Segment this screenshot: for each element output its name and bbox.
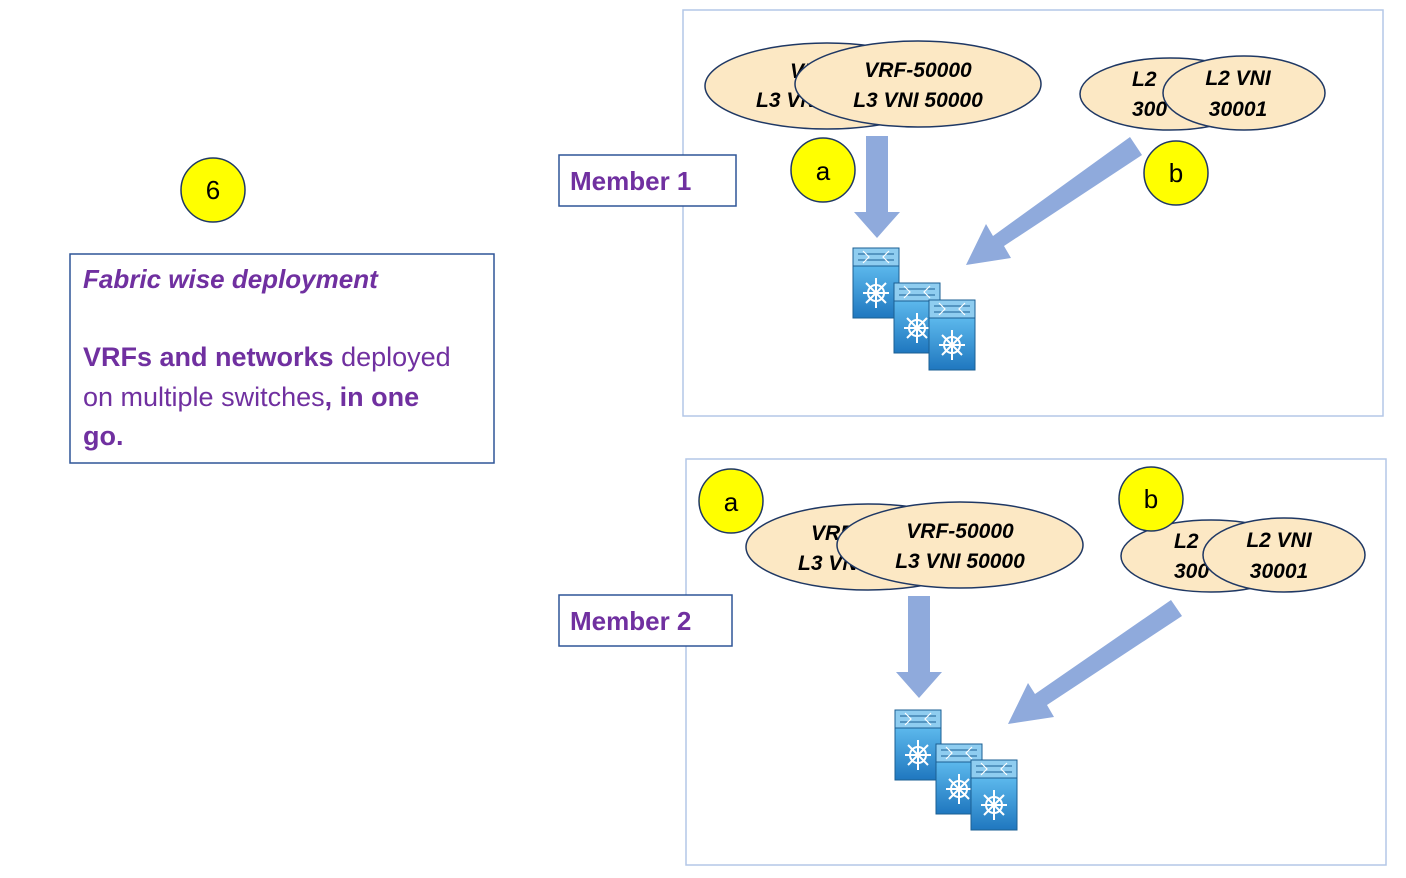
member-2-label-box: [558, 594, 733, 647]
member-2-group: VRF L3 VN VRF-50000 L3 VNI 50000 L2 300 …: [558, 458, 1387, 866]
member-2-l2-back-line-1: L2: [1174, 530, 1199, 553]
member-2-badge-b-label: b: [1144, 484, 1158, 514]
member-2-l2-arrow: [1008, 600, 1182, 724]
description-title: Fabric wise deployment: [83, 264, 379, 294]
member-1-badge-b-label: b: [1169, 158, 1183, 188]
member-2-vrf-arrow: [896, 596, 942, 698]
member-2-l2-front-ellipse: [1202, 517, 1366, 593]
description-line-1: VRFs and networks deployed: [83, 342, 451, 372]
member-2-badge-b: [1118, 466, 1184, 532]
member-2-l2-back-line-2: 300: [1174, 560, 1209, 583]
member-2-switch-icon-1: [894, 709, 942, 781]
description-line-2: on multiple switches, in one: [83, 382, 419, 412]
member-1-vrf-front-ellipse: [794, 40, 1042, 128]
member-1-vrf-front-line-2: L3 VNI 50000: [853, 89, 983, 112]
member-2-badge-a-label: a: [724, 487, 739, 517]
member-2-l2-front-line-2: 30001: [1250, 560, 1308, 583]
step-badge: 6: [180, 157, 246, 223]
step-number: 6: [206, 175, 220, 205]
member-1-badge-a: [790, 137, 856, 203]
member-2-vrf-front-line-1: VRF-50000: [906, 520, 1014, 543]
member-1-vrf-front-line-1: VRF-50000: [864, 59, 972, 82]
member-2-vrf-front-ellipse: [836, 501, 1084, 589]
description-line-2-bold: , in one: [325, 382, 420, 412]
description-line-1-rest: deployed: [334, 342, 451, 372]
description-line-2-normal: on multiple switches: [83, 382, 325, 412]
member-1-switch-icon-1: [852, 247, 900, 319]
description-line-1-bold: VRFs and networks: [83, 342, 334, 372]
member-2-label: Member 2: [570, 606, 691, 636]
member-2-vrf-front-line-2: L3 VNI 50000: [895, 550, 1025, 573]
member-1-l2-front-line-2: 30001: [1209, 98, 1267, 121]
member-1-l2-back-line-1: L2: [1132, 68, 1157, 91]
member-1-l2-back-line-2: 300: [1132, 98, 1167, 121]
member-2-switch-icon-3: [970, 759, 1018, 831]
description-box-border: [69, 253, 495, 464]
member-1-l2-front-ellipse: [1162, 55, 1326, 131]
member-1-badge-b: [1143, 140, 1209, 206]
member-1-vrf-arrow: [854, 136, 900, 238]
member-1-switch-icon-3: [928, 299, 976, 371]
member-1-label: Member 1: [570, 166, 691, 196]
member-1-badge-a-label: a: [816, 156, 831, 186]
member-1-l2-front-line-1: L2 VNI: [1205, 67, 1272, 90]
member-1-group: VRF L3 VN VRF-50000 L3 VNI 50000 L2 300 …: [558, 9, 1384, 417]
member-2-badge-a: [698, 468, 764, 534]
description-line-3: go.: [83, 421, 124, 451]
description-box: Fabric wise deployment VRFs and networks…: [69, 253, 495, 464]
member-1-label-box: [558, 154, 737, 207]
step-badge-circle: [180, 157, 246, 223]
member-2-l2-front-line-1: L2 VNI: [1246, 529, 1313, 552]
member-1-l2-arrow: [966, 137, 1142, 265]
